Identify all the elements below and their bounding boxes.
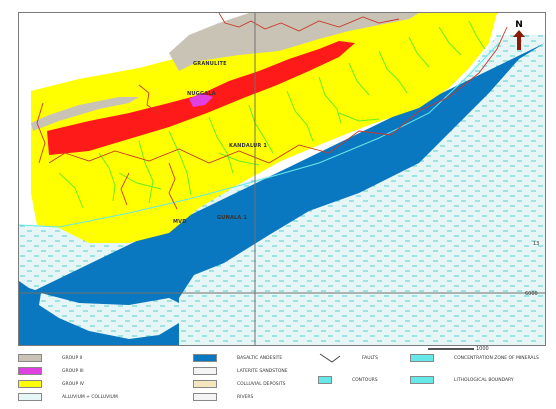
map-label-nuggala: NUGGALA (187, 91, 216, 97)
north-label: N (515, 20, 523, 30)
legend-label: BASALTIC ANDESITE (237, 355, 283, 361)
legend-item: CONCENTRATION ZONE OF MINERALS (410, 352, 539, 364)
river-network (36, 13, 508, 210)
map-label-mvd: MVD (173, 219, 187, 225)
legend-swatch-grey (18, 354, 42, 362)
north-arrow-icon (513, 30, 525, 50)
legend-item: LITHOLOGICAL BOUNDARY (410, 374, 514, 386)
legend-label: LITHOLOGICAL BOUNDARY (454, 377, 514, 383)
legend-swatch-beige (193, 380, 217, 388)
legend-item: ALLUVIUM + COLLUVIUM (18, 391, 118, 403)
group-ii-zone (169, 13, 419, 71)
hatch-peninsula (39, 293, 179, 339)
map-label-granulite: GRANULITE (193, 61, 227, 67)
group-iii-zone (189, 93, 213, 107)
map-legend: GROUP II GROUP III GROUP IV ALLUVIUM + C… (18, 350, 544, 406)
drainage-network (58, 20, 486, 209)
legend-item: CONTOURS (318, 374, 378, 386)
scale-bar (428, 348, 474, 352)
map-label-gunala: GUNALA 1 (217, 215, 248, 221)
legend-label: ALLUVIUM + COLLUVIUM (62, 394, 118, 400)
legend-item: GROUP IV (18, 378, 84, 390)
legend-label: COLLUVIAL DEPOSITS (237, 381, 286, 387)
fault-line-icon (319, 353, 341, 363)
north-arrow: N (511, 21, 527, 54)
legend-label: RIVERS (237, 394, 254, 400)
legend-swatch-hatch (18, 393, 42, 401)
legend-item: LATERITE SANDSTONE (193, 365, 288, 377)
legend-item: RIVERS (193, 391, 253, 403)
group-ii-zone-left (31, 97, 139, 131)
legend-swatch-yellow (18, 380, 42, 388)
edge-label-6000: 6000 (525, 291, 538, 297)
legend-item: GROUP II (18, 352, 82, 364)
map-frame: N GRANULITE NUGGALA KANDALUR 1 MVD GUNAL… (18, 12, 546, 346)
legend-item: COLLUVIAL DEPOSITS (193, 378, 286, 390)
coastline-contour (19, 42, 500, 228)
legend-label: FAULTS (362, 355, 379, 361)
sea-zone (19, 43, 545, 345)
scale-bar-line (428, 348, 474, 350)
scale-label: 1000 (476, 346, 489, 352)
legend-label: LATERITE SANDSTONE (237, 368, 288, 374)
legend-swatch-white (193, 367, 217, 375)
legend-label: CONCENTRATION ZONE OF MINERALS (454, 355, 539, 361)
legend-swatch-cyan (410, 376, 434, 384)
geological-map[interactable] (19, 13, 545, 345)
legend-swatch-cyan-small (318, 376, 332, 384)
legend-swatch-magenta (18, 367, 42, 375)
legend-swatch-cyan (410, 354, 434, 362)
legend-item: GROUP III (18, 365, 84, 377)
legend-swatch-blue (193, 354, 217, 362)
legend-swatch-white (193, 393, 217, 401)
map-label-kandalur: KANDALUR 1 (229, 143, 268, 149)
legend-label: GROUP III (62, 368, 84, 374)
legend-label: GROUP IV (62, 381, 84, 387)
legend-item: BASALTIC ANDESITE (193, 352, 282, 364)
legend-label: CONTOURS (352, 377, 378, 383)
edge-label-13: 13 (533, 241, 540, 247)
legend-label: GROUP II (62, 355, 83, 361)
legend-item: FAULTS (318, 352, 378, 364)
